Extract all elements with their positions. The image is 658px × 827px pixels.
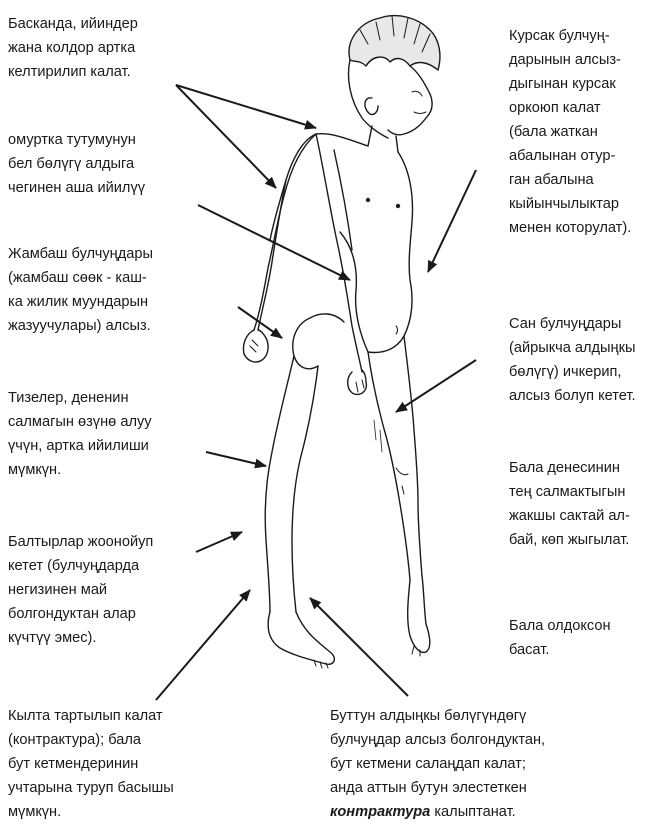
label-belly-line: оркоюп калат <box>509 96 631 120</box>
label-belly: Курсак булчуң- дарынын алсыз- дыгынан ку… <box>509 24 631 240</box>
label-calves-line: күчтүү эмес). <box>8 626 153 650</box>
arrow-knees <box>206 452 266 466</box>
label-spine: омуртка тутумунун бел бөлүгү алдыга чеги… <box>8 128 145 200</box>
label-knees-line: үчүн, артка ийилиши <box>8 434 152 458</box>
label-balance-line: Бала денесинин <box>509 456 630 480</box>
label-knees-line: салмагын өзүнө алуу <box>8 410 152 434</box>
contracture-term: контрактура <box>330 804 430 820</box>
arrow-hip <box>238 307 282 338</box>
label-spine-line: чегинен аша ийилүү <box>8 176 145 200</box>
label-thigh-line: бөлүгү) ичкерип, <box>509 360 636 384</box>
label-knees-line: Тизелер, дененин <box>8 386 152 410</box>
label-spine-line: бел бөлүгү алдыга <box>8 152 145 176</box>
label-heel-line: бут кетмендеринин <box>8 752 174 776</box>
label-calves-line: болгондуктан алар <box>8 602 153 626</box>
label-back-line: жана колдор артка <box>8 36 138 60</box>
label-belly-line: кыйынчылыктар <box>509 192 631 216</box>
label-hip-muscles: Жамбаш булчуңдары (жамбаш сөөк - каш- ка… <box>8 242 153 338</box>
label-foot-last-line: контрактура калыптанат. <box>330 800 545 824</box>
label-thigh-line: Сан булчуңдары <box>509 312 636 336</box>
label-belly-line: дыгынан курсак <box>509 72 631 96</box>
label-hip-line: жазуучулары) алсыз. <box>8 314 153 338</box>
label-balance-line: бай, көп жыгылат. <box>509 528 630 552</box>
label-balance: Бала денесинин тең салмактыгын жакшы сак… <box>509 456 630 552</box>
arrow-belly <box>428 170 476 272</box>
label-foot-line: Буттун алдыңкы бөлүгүндөгү <box>330 704 545 728</box>
label-back: Басканда, ийиндер жана колдор артка келт… <box>8 12 138 84</box>
label-spine-line: омуртка тутумунун <box>8 128 145 152</box>
label-heel-line: мүмкүн. <box>8 800 174 824</box>
label-hip-line: (жамбаш сөөк - каш- <box>8 266 153 290</box>
label-foot-line: булчуңдар алсыз болгондуктан, <box>330 728 545 752</box>
label-calves-line: Балтырлар жоонойуп <box>8 530 153 554</box>
arrows <box>156 85 476 700</box>
label-heel-line: Кылта тартылып калат <box>8 704 174 728</box>
label-calves: Балтырлар жоонойуп кетет (булчуңдарда не… <box>8 530 153 650</box>
label-knees-line: мүмкүн. <box>8 458 152 482</box>
label-belly-line: дарынын алсыз- <box>509 48 631 72</box>
label-hip-line: Жамбаш булчуңдары <box>8 242 153 266</box>
label-back-line: Басканда, ийиндер <box>8 12 138 36</box>
label-balance-line: жакшы сактай ал- <box>509 504 630 528</box>
label-hip-line: ка жилик муундарын <box>8 290 153 314</box>
label-back-line: келтирилип калат. <box>8 60 138 84</box>
label-waddle-line: Бала олдоксон <box>509 614 611 638</box>
arrow-calves <box>196 532 242 552</box>
label-heel-line: учтарына туруп басышы <box>8 776 174 800</box>
label-belly-line: (бала жаткан <box>509 120 631 144</box>
label-waddle: Бала олдоксон басат. <box>509 614 611 662</box>
label-knees: Тизелер, дененин салмагын өзүнө алуу үчү… <box>8 386 152 482</box>
label-thigh-line: алсыз болуп кетет. <box>509 384 636 408</box>
label-heel-contracture: Кылта тартылып калат (контрактура); бала… <box>8 704 174 824</box>
arrow-spine <box>198 205 350 280</box>
figure-outline <box>243 16 439 668</box>
label-belly-line: ган абалына <box>509 168 631 192</box>
label-calves-line: кетет (булчуңдарда <box>8 554 153 578</box>
label-foot-tail: калыптанат. <box>430 804 515 820</box>
label-thigh-line: (айрыкча алдыңкы <box>509 336 636 360</box>
label-foot-line: бут кетмени салаңдап калат; <box>330 752 545 776</box>
arrow-heel <box>156 590 250 700</box>
label-thigh: Сан булчуңдары (айрыкча алдыңкы бөлүгү) … <box>509 312 636 408</box>
label-belly-line: менен которулат). <box>509 216 631 240</box>
label-heel-line: (контрактура); бала <box>8 728 174 752</box>
label-belly-line: Курсак булчуң- <box>509 24 631 48</box>
label-foot-drop: Буттун алдыңкы бөлүгүндөгү булчуңдар алс… <box>330 704 545 824</box>
label-waddle-line: басат. <box>509 638 611 662</box>
label-foot-line: анда аттын бутун элестеткен <box>330 776 545 800</box>
label-balance-line: тең салмактыгын <box>509 480 630 504</box>
label-belly-line: абалынан отур- <box>509 144 631 168</box>
label-calves-line: негизинен май <box>8 578 153 602</box>
